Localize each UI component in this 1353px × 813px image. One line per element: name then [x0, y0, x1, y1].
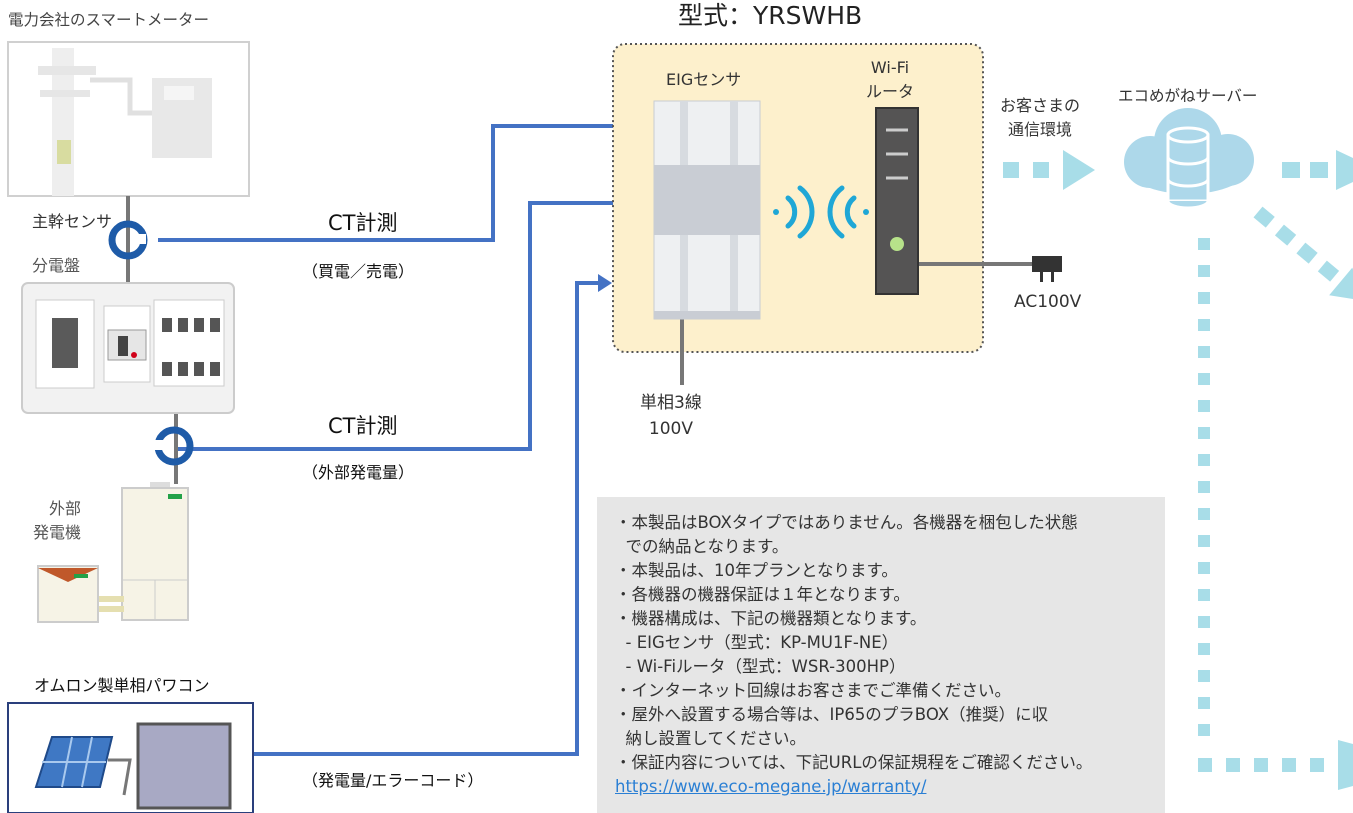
notes-list: ・本製品はBOXタイプではありません。各機器を梱包した状態 での納品となります。… [597, 497, 1165, 775]
note-item: - Wi-Fiルータ（型式：WSR-300HP） [615, 657, 906, 676]
note-item: ・保証内容については、下記URLの保証規程をご確認ください。 [615, 753, 1093, 772]
warranty-link[interactable]: https://www.eco-megane.jp/warranty/ [615, 777, 927, 796]
router-label-line-2: ルータ [866, 82, 915, 101]
distribution-board-illustration [21, 282, 235, 414]
ct-clamp-icon [150, 410, 194, 484]
note-item: ・各機器の機器保証は１年となります。 [615, 585, 910, 604]
wifi-router-illustration [875, 107, 1062, 295]
cloud-server-icon [1124, 108, 1254, 210]
external-generator-label: 外部 発電機 [33, 497, 82, 545]
ct1-title: CT計測 [328, 211, 398, 235]
omron-pv-label: オムロン製単相パワコン [34, 676, 210, 695]
ac-voltage-label: AC100V [1014, 292, 1082, 312]
ct2-subtitle: （外部発電量） [302, 463, 415, 482]
ext-generator-line-1: 外部 [49, 499, 82, 518]
eig-sensor-illustration [653, 100, 761, 385]
network-arrows [1003, 150, 1353, 301]
customer-network-label: お客さまの 通信環境 [1000, 94, 1080, 142]
smart-meter-label: 電力会社のスマートメーター [8, 11, 210, 29]
router-label-line-1: Wi-Fi [870, 58, 910, 77]
ext-generator-line-2: 発電機 [33, 523, 82, 542]
ct2-title: CT計測 [328, 414, 398, 438]
wifi-signal-icon [773, 185, 869, 239]
ct1-subtitle: （買電／売電） [302, 262, 415, 281]
server-label: エコめがねサーバー [1118, 87, 1258, 105]
single-phase-line-1: 単相3線 [640, 393, 702, 413]
distribution-board-label: 分電盤 [32, 256, 81, 275]
single-phase-label: 単相3線 100V [640, 390, 702, 442]
main-sensor-label: 主幹センサ [32, 212, 113, 231]
solar-panel-illustration [7, 702, 254, 813]
note-item: ・本製品は、10年プランとなります。 [615, 561, 898, 580]
smart-meter-illustration [7, 41, 250, 197]
pv-link-label: （発電量/エラーコード） [302, 771, 484, 790]
note-item: ・本製品はBOXタイプではありません。各機器を梱包した状態 [615, 513, 1078, 532]
note-item: - EIGセンサ（型式：KP-MU1F-NE） [615, 633, 899, 652]
note-item: での納品となります。 [615, 537, 789, 556]
notes-panel: ・本製品はBOXタイプではありません。各機器を梱包した状態 での納品となります。… [597, 497, 1165, 813]
router-label: Wi-Fi ルータ [866, 56, 914, 104]
note-item: 納し設置してください。 [615, 729, 806, 748]
ct-lines [158, 124, 654, 756]
note-item: ・機器構成は、下記の機器類となります。 [615, 609, 927, 628]
eig-sensor-label: EIGセンサ [666, 70, 742, 89]
ct-clamp-icon [108, 196, 148, 283]
note-item: ・インターネット回線はお客さまでご準備ください。 [615, 681, 1011, 700]
external-generator-illustration [37, 482, 189, 623]
model-title: 型式：YRSWHB [678, 1, 863, 30]
customer-network-line-2: 通信環境 [1008, 120, 1073, 139]
note-item: ・屋外へ設置する場合等は、IP65のプラBOX（推奨）に収 [615, 705, 1049, 724]
single-phase-line-2: 100V [648, 419, 693, 439]
vertical-dotted-arrow [1198, 238, 1353, 790]
customer-network-line-1: お客さまの [1000, 96, 1081, 115]
arrow-head [598, 274, 612, 292]
